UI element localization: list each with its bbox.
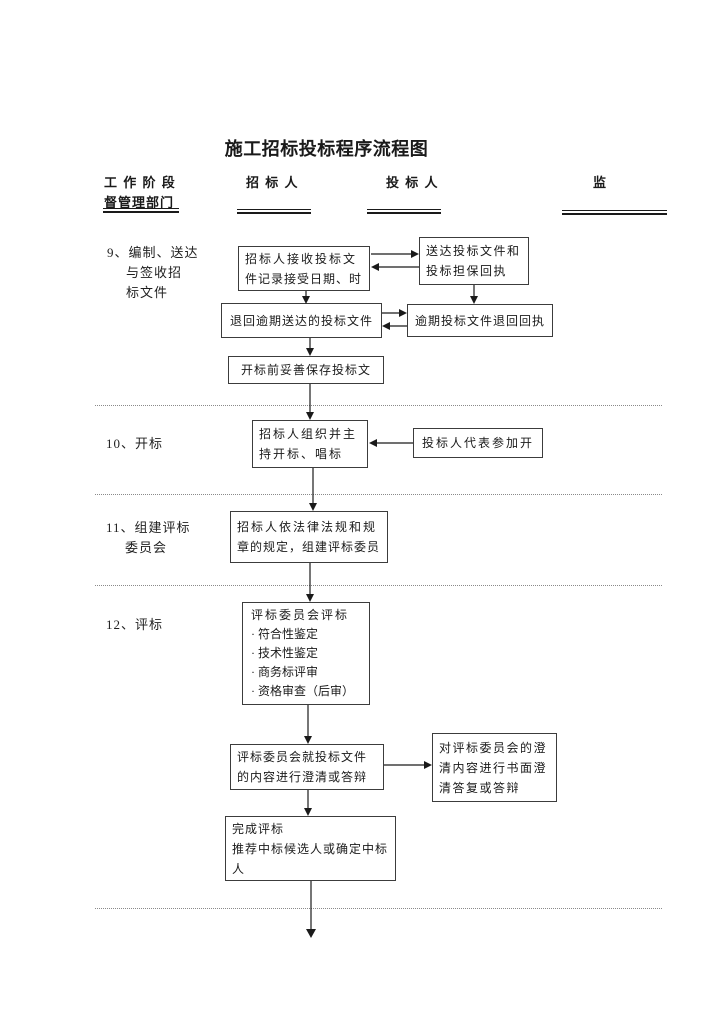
- column-header-tenderer: 招 标 人: [246, 175, 300, 190]
- arrow-head: [304, 808, 312, 816]
- arrow-head: [306, 594, 314, 602]
- arrow-head: [306, 348, 314, 356]
- arrow-deliver-down: [470, 285, 478, 304]
- box-clarification-request: 评标委员会就投标文件 的内容进行澄清或答辩: [230, 744, 384, 790]
- arrow-clarify-to-reply: [384, 761, 432, 769]
- arrow-receive-to-deliver: [371, 250, 419, 258]
- arrow-committee-down: [306, 563, 314, 602]
- box-text-line: 招标人接收投标文: [245, 251, 358, 266]
- arrow-open-down: [309, 468, 317, 511]
- box-text-line: 退回逾期送达的投标文件: [229, 313, 373, 328]
- box-deliver-bid-docs: 送达投标文件和 投标担保回执: [419, 237, 529, 285]
- arrow-head: [371, 263, 379, 271]
- column-header-bidder: 投 标 人: [386, 175, 440, 190]
- arrow-head: [369, 439, 377, 447]
- column-header-supervisor: 监: [593, 175, 608, 190]
- box-late-return-receipt: 逾期投标文件退回回执: [407, 304, 553, 337]
- box-committee-evaluation: 评标委员会评标 · 符合性鉴定 · 技术性鉴定 · 商务标评审 · 资格审查（后…: [242, 602, 370, 705]
- stage-label-line: 标文件: [126, 285, 169, 300]
- arrow-head: [304, 736, 312, 744]
- box-list-item: · 符合性鉴定: [251, 627, 318, 641]
- column-rule: [367, 209, 441, 214]
- arrow-complete-down: [306, 881, 316, 938]
- arrow-receipt-to-return: [382, 322, 407, 330]
- arrow-clarify-down: [304, 790, 312, 816]
- box-text-line: 投标人代表参加开: [421, 436, 534, 450]
- arrow-head: [424, 761, 432, 769]
- stage-label-line: 与签收招: [126, 265, 183, 280]
- box-text-line: 开标前妥善保存投标文: [240, 363, 371, 377]
- stage-label-line: 委员会: [125, 540, 168, 555]
- arrow-return-to-receipt: [382, 309, 407, 317]
- stage-label-10: 10、开标: [106, 436, 164, 451]
- section-divider: [95, 494, 662, 495]
- column-header-supervision-dept: 督管理部门: [104, 195, 175, 210]
- column-rule: [103, 208, 179, 213]
- arrow-head: [470, 296, 478, 304]
- box-text-line: 推荐中标候选人或确定中标: [232, 841, 389, 856]
- stage-label-12: 12、评标: [106, 617, 164, 632]
- box-list-item: · 技术性鉴定: [251, 646, 318, 660]
- stage-label-line: 11、组建评标: [106, 520, 191, 535]
- box-text-line: 送达投标文件和: [426, 244, 521, 258]
- box-keep-docs-safe: 开标前妥善保存投标文: [228, 356, 384, 384]
- arrow-head: [399, 309, 407, 317]
- arrow-head: [306, 929, 316, 938]
- box-text-line: 完成评标: [232, 821, 285, 836]
- box-text-line: 投标担保回执: [426, 264, 508, 278]
- box-return-late-docs: 退回逾期送达的投标文件: [221, 303, 382, 338]
- arrow-return-down: [306, 338, 314, 356]
- box-text-line: 人: [232, 861, 246, 876]
- box-bidder-reps-attend: 投标人代表参加开: [413, 428, 543, 458]
- box-text-line: 清内容进行书面澄: [439, 760, 548, 775]
- section-divider: [95, 405, 662, 406]
- column-header-work-stage: 工 作 阶 段: [104, 175, 177, 190]
- arrow-head: [309, 503, 317, 511]
- box-organize-bid-opening: 招标人组织并主 持开标、唱标: [252, 420, 368, 468]
- box-text-line: 件记录接受日期、时: [245, 271, 363, 286]
- box-form-evaluation-committee: 招标人依法律法规和规 章的规定，组建评标委员: [230, 511, 388, 563]
- stage-label-line: 9、编制、送达: [107, 245, 199, 260]
- box-text-line: 清答复或答辩: [439, 780, 521, 795]
- arrow-attend-to-open: [369, 439, 413, 447]
- box-text-line: 的内容进行澄清或答辩: [237, 770, 368, 784]
- column-rule: [562, 210, 667, 215]
- section-divider: [95, 908, 662, 909]
- arrow-keep-down: [306, 384, 314, 420]
- box-text-line: 逾期投标文件退回回执: [414, 313, 545, 328]
- box-text-line: 评标委员会评标: [251, 608, 350, 622]
- box-text-line: 章的规定，组建评标委员: [237, 540, 381, 554]
- box-receive-bid-docs: 招标人接收投标文 件记录接受日期、时: [238, 246, 370, 291]
- stage-label-11: 11、组建评标 委员会: [106, 518, 191, 558]
- page-title: 施工招标投标程序流程图: [224, 139, 429, 159]
- box-written-clarification-reply: 对评标委员会的澄 清内容进行书面澄 清答复或答辩: [432, 733, 557, 802]
- box-text-line: 招标人组织并主: [259, 427, 358, 441]
- box-text-line: 对评标委员会的澄: [439, 740, 548, 755]
- arrow-head: [411, 250, 419, 258]
- stage-label-9: 9、编制、送达 与签收招 标文件: [107, 243, 199, 303]
- column-rule: [237, 209, 311, 214]
- arrow-deliver-to-receive: [371, 263, 419, 271]
- arrow-head: [306, 412, 314, 420]
- box-text-line: 招标人依法律法规和规: [237, 520, 378, 534]
- box-text-line: 评标委员会就投标文件: [237, 750, 368, 764]
- box-list-item: · 资格审查（后审）: [251, 684, 354, 698]
- section-divider: [95, 585, 662, 586]
- box-list-item: · 商务标评审: [251, 665, 318, 679]
- box-text-line: 持开标、唱标: [259, 447, 344, 461]
- box-complete-evaluation: 完成评标 推荐中标候选人或确定中标 人: [225, 816, 396, 881]
- arrow-evaluation-down: [304, 705, 312, 744]
- arrow-head: [382, 322, 390, 330]
